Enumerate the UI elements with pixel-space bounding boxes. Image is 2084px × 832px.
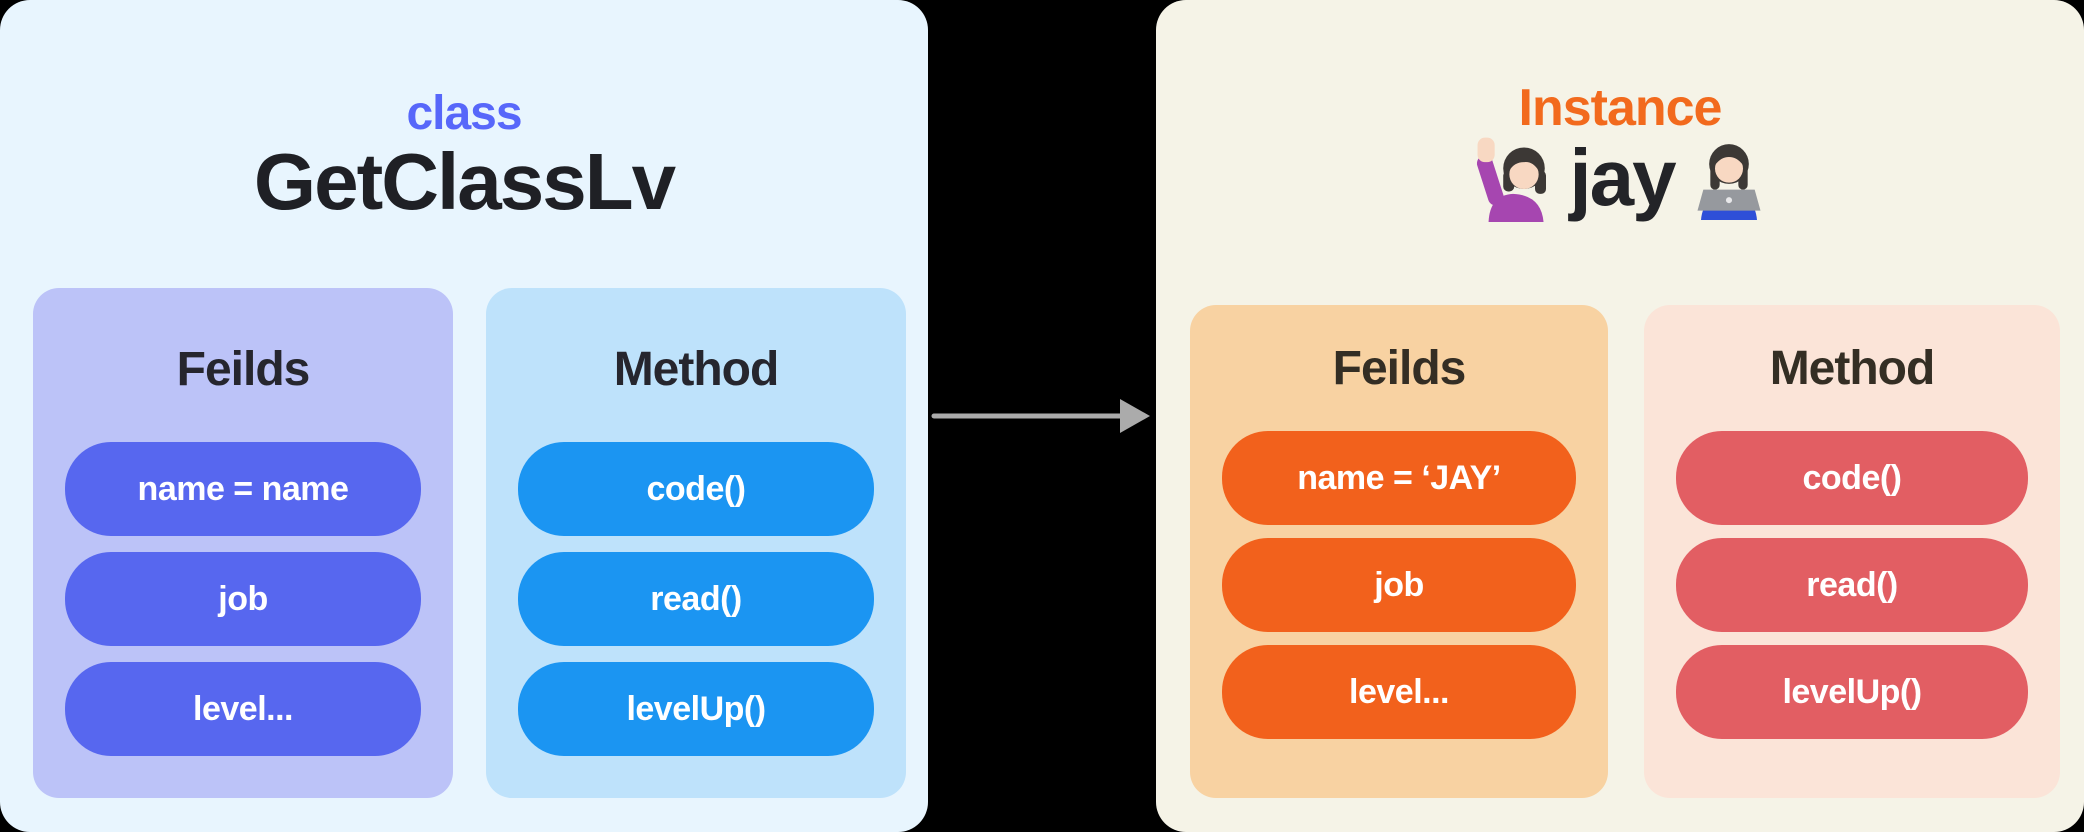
class-methods-title: Method: [613, 343, 780, 396]
field-pill: name = name: [65, 442, 421, 536]
class-title: GetClassLv: [253, 137, 676, 226]
class-panel: class GetClassLv Feilds name = name job …: [0, 0, 928, 832]
arrow-right-icon: [931, 399, 1150, 433]
method-pill: code(): [518, 442, 874, 536]
field-pill: level...: [1222, 645, 1576, 739]
instance-methods-title: Method: [1769, 342, 1936, 395]
field-pill: name = ‘JAY’: [1222, 431, 1576, 525]
woman-raising-hand-icon: [1469, 134, 1557, 222]
class-kicker: class: [406, 87, 522, 140]
field-pill: job: [65, 552, 421, 646]
instance-methods-box: Method code() read() levelUp(): [1644, 305, 2060, 798]
field-pill: job: [1222, 538, 1576, 632]
instance-fields-title: Feilds: [1332, 342, 1467, 395]
instance-panel: Instance jay: [1156, 0, 2084, 832]
method-pill: code(): [1676, 431, 2028, 525]
class-fields-title: Feilds: [176, 343, 311, 396]
field-pill: level...: [65, 662, 421, 756]
instance-fields-box: Feilds name = ‘JAY’ job level...: [1190, 305, 1608, 798]
woman-technologist-icon: [1687, 136, 1771, 220]
class-methods-box: Method code() read() levelUp(): [486, 288, 906, 798]
instance-kicker: Instance: [1518, 79, 1723, 137]
class-fields-box: Feilds name = name job level...: [33, 288, 453, 798]
method-pill: levelUp(): [518, 662, 874, 756]
method-pill: read(): [518, 552, 874, 646]
method-pill: levelUp(): [1676, 645, 2028, 739]
method-pill: read(): [1676, 538, 2028, 632]
instance-title-row: jay: [1156, 126, 2084, 230]
instance-title: jay: [1569, 133, 1676, 222]
